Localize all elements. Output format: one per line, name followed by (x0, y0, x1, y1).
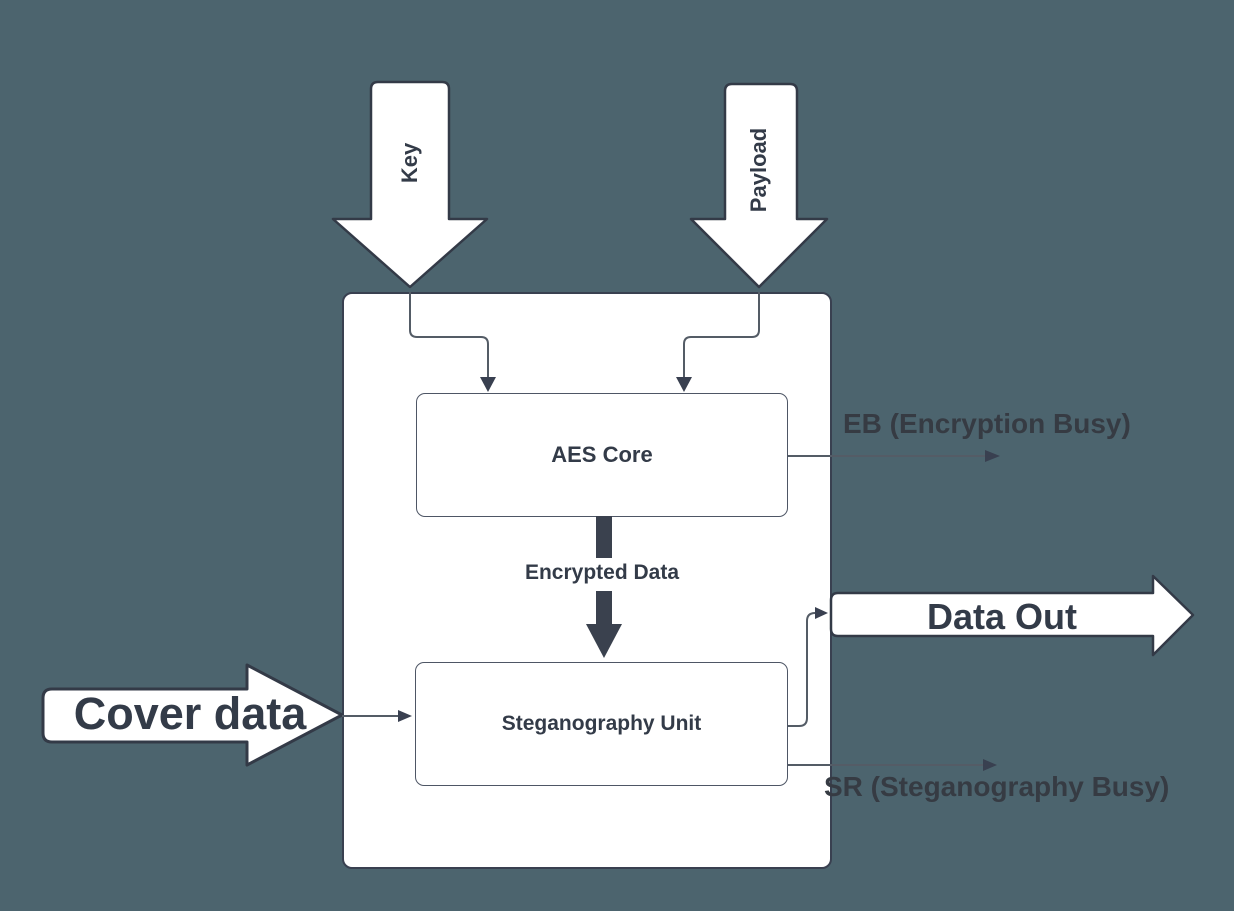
aes-core-block: AES Core (416, 393, 788, 517)
encrypted-data-label: Encrypted Data (524, 561, 680, 584)
eb-signal-arrowhead-icon (985, 450, 1000, 462)
payload-arrow-label: Payload (746, 127, 771, 213)
key-arrow-label-wrap: Key (352, 105, 468, 221)
steganography-unit-label: Steganography Unit (501, 712, 702, 735)
key-arrow-label: Key (396, 142, 422, 184)
sr-signal-label: SR (Steganography Busy) (824, 771, 1170, 802)
sr-signal-arrowhead-icon (983, 759, 997, 771)
cover-data-label: Cover data (73, 688, 307, 739)
aes-core-label: AES Core (551, 442, 653, 467)
payload-arrow-label-wrap: Payload (701, 112, 817, 228)
data-out-label: Data Out (926, 596, 1077, 637)
steganography-unit-block: Steganography Unit (415, 662, 788, 786)
eb-signal-label: EB (Encryption Busy) (843, 408, 1131, 439)
